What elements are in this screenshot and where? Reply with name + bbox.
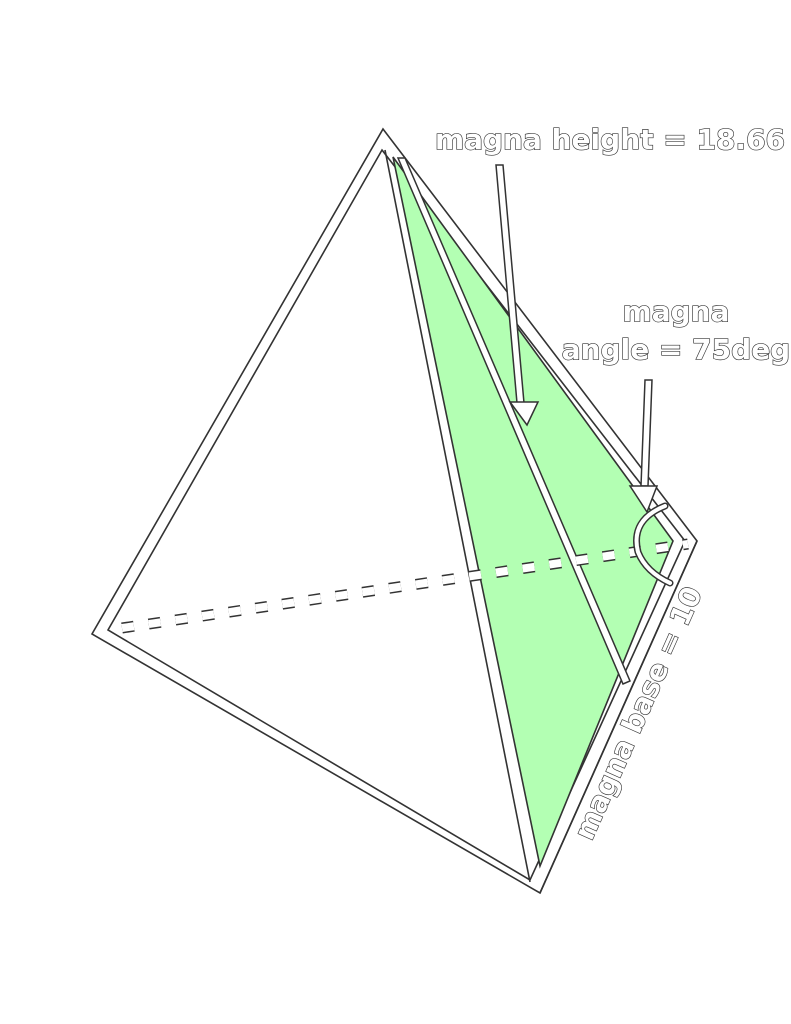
height-line [396, 157, 631, 685]
height-label: magna height = 18.66 [435, 123, 785, 156]
magna-face [392, 156, 674, 869]
angle-arc [633, 502, 674, 587]
angle-arrow [628, 379, 659, 514]
height-arrow [495, 164, 540, 427]
angle-label-line1: magna [623, 295, 730, 328]
base-edge-line-outer [539, 540, 698, 894]
back-edge-outer [384, 149, 531, 883]
angle-label-line2: angle = 75deg [562, 333, 790, 366]
